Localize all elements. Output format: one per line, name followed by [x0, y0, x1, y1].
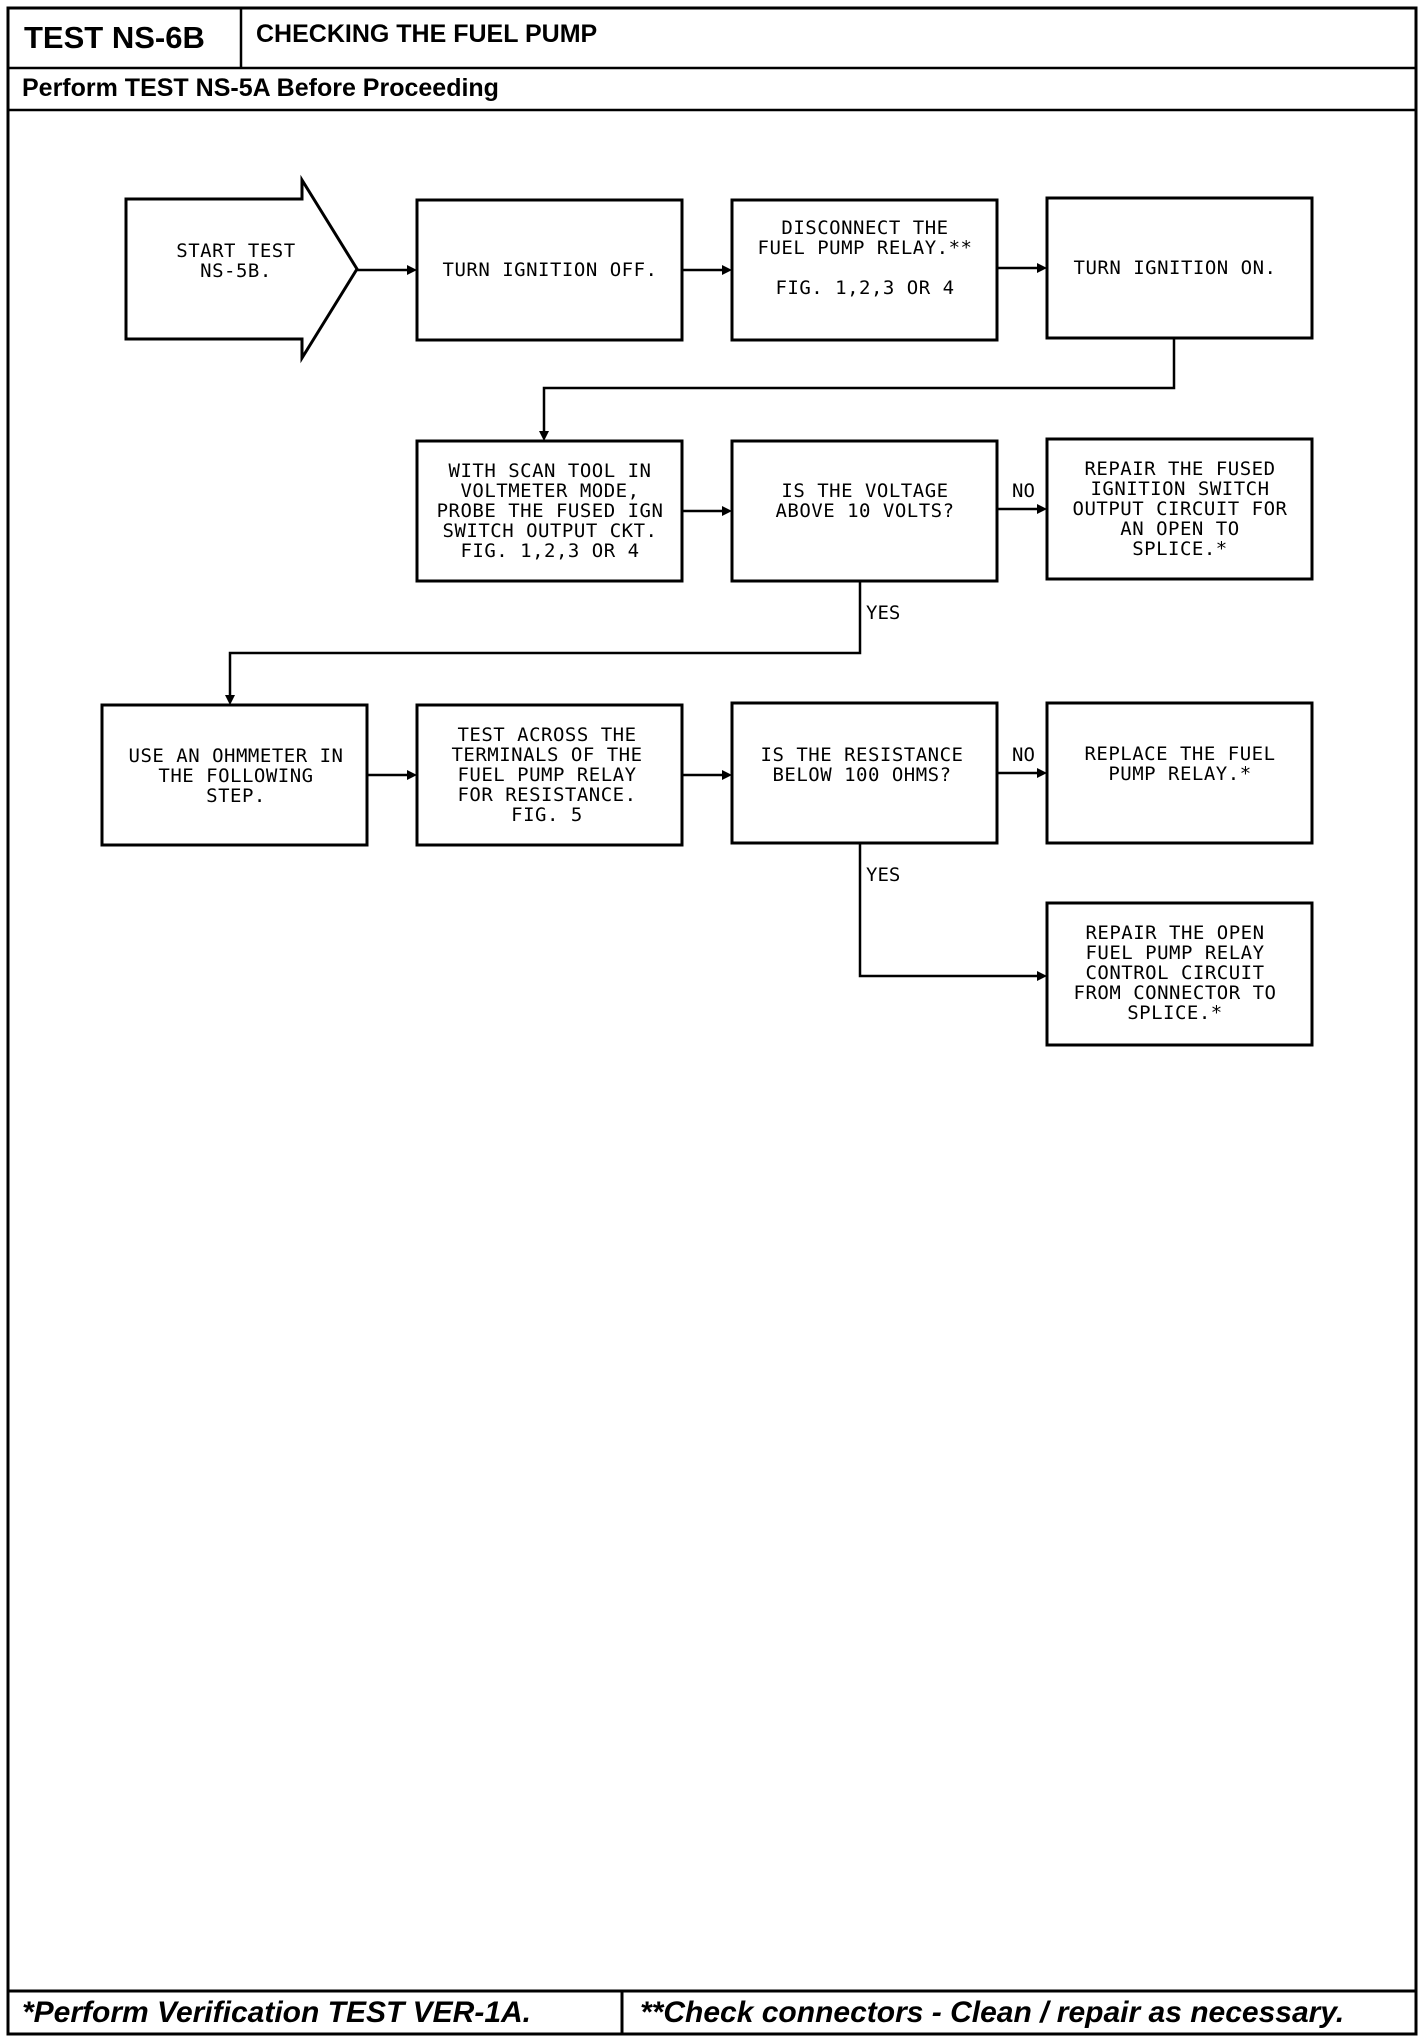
box-text-line: TURN IGNITION ON. [1074, 257, 1277, 279]
box-text-line: REPLACE THE FUEL [1084, 743, 1275, 765]
box-text-line: FIG. 5 [511, 804, 583, 826]
outer-frame [6, 6, 1418, 2036]
box-text-line: FIG. 1,2,3 OR 4 [775, 277, 954, 299]
box-text-line: TURN IGNITION OFF. [443, 259, 658, 281]
box-text-line: ABOVE 10 VOLTS? [775, 500, 954, 522]
box-text-line: IGNITION SWITCH [1090, 478, 1269, 500]
repair3-box [1045, 901, 1314, 1047]
prerequisite-note: Perform TEST NS-5A Before Proceeding [22, 74, 499, 102]
box-text-line: FOR RESISTANCE. [457, 784, 636, 806]
box-text-line: THE FOLLOWING [158, 765, 313, 787]
test-id: TEST NS-6B [24, 20, 205, 55]
box-text-line: PROBE THE FUSED IGN [437, 500, 664, 522]
box-text-line: IS THE VOLTAGE [781, 480, 948, 502]
yes-label-1: YES [866, 602, 900, 624]
step3-text: TURN IGNITION ON. [1074, 257, 1277, 279]
box-text-line: NS-5B. [200, 260, 272, 282]
box-text-line: WITH SCAN TOOL IN [449, 460, 652, 482]
footnote-verification: *Perform Verification TEST VER-1A. [22, 1996, 532, 2029]
yes-label-2: YES [866, 864, 900, 886]
box-text-line: BELOW 100 OHMS? [772, 764, 951, 786]
box-text-line: VOLTMETER MODE, [460, 480, 639, 502]
repair2-box [1045, 701, 1314, 845]
decision2-box [730, 701, 999, 845]
no-label-1: NO [1012, 480, 1035, 502]
box-text-line: SWITCH OUTPUT CKT. [443, 520, 658, 542]
box-text-line: START TEST [176, 240, 295, 262]
page-title: CHECKING THE FUEL PUMP [256, 20, 598, 48]
step5-box [100, 703, 369, 847]
box-text-line: IS THE RESISTANCE [761, 744, 964, 766]
connectors [225, 263, 1176, 981]
box-text-line: FUEL PUMP RELAY [1085, 942, 1264, 964]
start-arrow-shape [124, 174, 359, 364]
box-text-line: FUEL PUMP RELAY.** [758, 237, 973, 259]
decision1-box [730, 439, 999, 583]
box-text-line: FUEL PUMP RELAY [457, 764, 636, 786]
box-text-line: CONTROL CIRCUIT [1085, 962, 1264, 984]
box-text-line: DISCONNECT THE [781, 217, 948, 239]
step3-box [1045, 196, 1314, 340]
box-text-line: REPAIR THE OPEN [1085, 922, 1264, 944]
box-text-line: FIG. 1,2,3 OR 4 [460, 540, 639, 562]
repair1-box [1045, 437, 1314, 581]
box-text-line: SPLICE.* [1132, 538, 1228, 560]
box-text-line: OUTPUT CIRCUIT FOR [1073, 498, 1288, 520]
box-text-line: USE AN OHMMETER IN [129, 745, 344, 767]
box-text-line: STEP. [206, 785, 266, 807]
box-text-line: TERMINALS OF THE [451, 744, 642, 766]
box-text-line: PUMP RELAY.* [1108, 763, 1251, 785]
no-label-2: NO [1012, 744, 1035, 766]
footnote-connectors: **Check connectors - Clean / repair as n… [640, 1996, 1345, 2029]
step6-box [415, 703, 684, 847]
step2-box [730, 198, 999, 342]
box-text-line: FROM CONNECTOR TO [1074, 982, 1277, 1004]
box-text-line: SPLICE.* [1127, 1002, 1223, 1024]
step4-box [415, 439, 684, 583]
box-text-line: REPAIR THE FUSED [1084, 458, 1275, 480]
box-text-line: AN OPEN TO [1120, 518, 1239, 540]
step1-text: TURN IGNITION OFF. [443, 259, 658, 281]
box-text-line: TEST ACROSS THE [457, 724, 636, 746]
